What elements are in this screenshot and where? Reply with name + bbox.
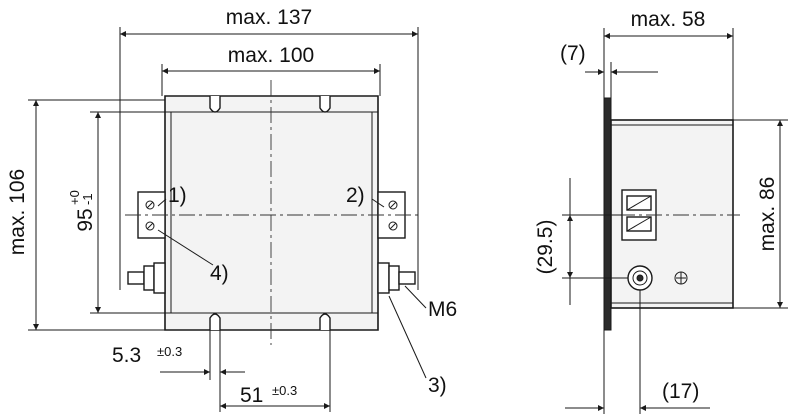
earth-stud-left: [127, 262, 166, 294]
dim-flange-offset: (7): [560, 42, 586, 65]
dim-slot-spacing-tol: ±0.3: [272, 383, 297, 398]
dim-slot-width: 5.3: [112, 344, 141, 367]
dim-height-holes: 95 +0 -1: [67, 190, 97, 232]
svg-text:95: 95: [74, 208, 97, 231]
dim-terminal-spacing: (29.5): [534, 220, 557, 275]
dim-width-body: max. 100: [228, 44, 314, 67]
mounting-slot-top-right: [319, 96, 331, 113]
dim-height-body: max. 86: [756, 177, 779, 252]
dim-height-overall: max. 106: [6, 169, 29, 255]
earth-connector-side: [627, 265, 653, 291]
mounting-slot-top-left: [209, 96, 221, 113]
filter-body: [164, 95, 379, 331]
side-view: max. 58 (7) max. 86 (29.5) (17): [534, 8, 788, 414]
earth-symbol: [674, 271, 688, 285]
dim-width-overall: max. 137: [226, 6, 312, 29]
mounting-flange: [603, 97, 612, 331]
dim-depth-overall: max. 58: [631, 8, 706, 31]
svg-text:-1: -1: [80, 193, 95, 205]
mounting-slot-bottom-right: [319, 313, 331, 330]
earth-stud-right: [377, 262, 416, 294]
dim-bottom-offset: (17): [662, 380, 699, 403]
thread-label: M6: [428, 298, 457, 321]
callout-2: 2): [346, 184, 365, 207]
callout-3: 3): [428, 374, 447, 397]
callout-1: 1): [168, 184, 187, 207]
front-view: max. 137 max. 100 max. 106 95 +0 -1 5.3 …: [6, 6, 457, 412]
dim-slot-width-tol: ±0.3: [157, 344, 182, 359]
mounting-slot-bottom-left: [209, 313, 221, 330]
dim-slot-spacing: 51: [240, 384, 263, 407]
svg-text:+0: +0: [67, 190, 82, 205]
callout-4: 4): [210, 262, 229, 285]
